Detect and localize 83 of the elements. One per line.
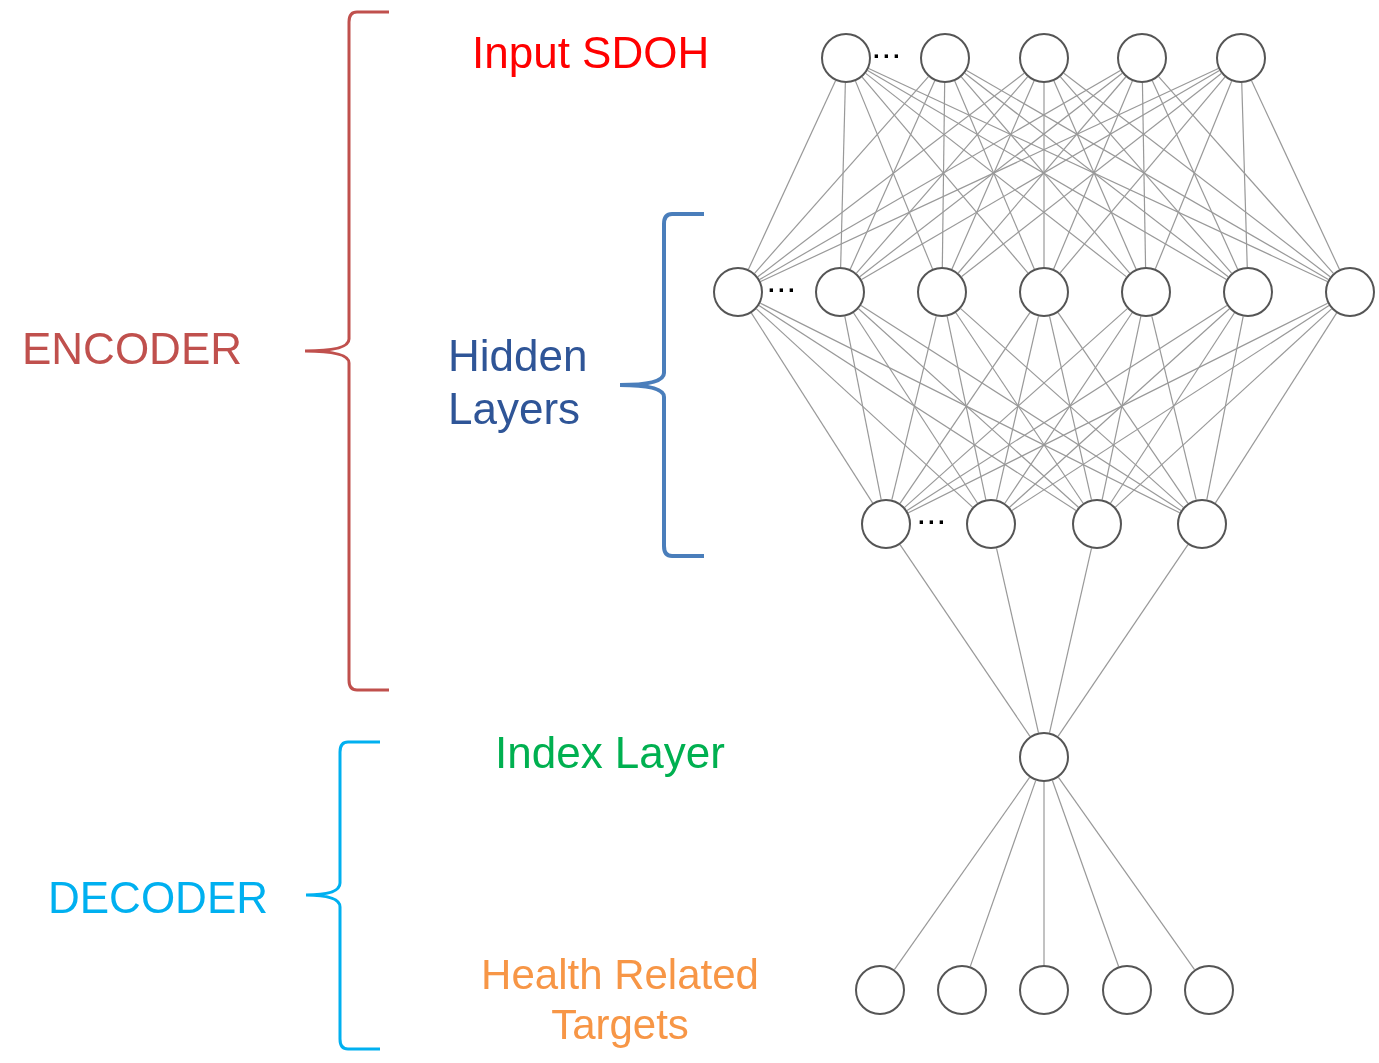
connection-line xyxy=(1151,315,1197,501)
connection-line xyxy=(1057,776,1196,971)
neuron-circle xyxy=(1216,33,1266,83)
connection-line xyxy=(1008,308,1231,508)
connection-line xyxy=(946,315,987,501)
connection-line xyxy=(899,312,1031,504)
neuron-circle xyxy=(1072,499,1122,549)
neuron-circle xyxy=(861,499,911,549)
connection-line xyxy=(995,547,1040,734)
neuron-circle xyxy=(1325,267,1375,317)
neuron-circle xyxy=(937,965,987,1015)
connection-line xyxy=(750,312,874,504)
neuron-circle xyxy=(855,965,905,1015)
connection-line xyxy=(1048,547,1093,734)
neuron-circle xyxy=(920,33,970,83)
connection-line xyxy=(757,72,1025,278)
connection-line xyxy=(899,544,1031,737)
section-label: DECODER xyxy=(48,872,269,924)
connection-line xyxy=(747,80,837,270)
connection-line xyxy=(1158,76,1334,274)
connection-line xyxy=(1110,312,1235,504)
connection-line xyxy=(1057,312,1189,504)
connection-line xyxy=(1114,308,1333,508)
connection-line xyxy=(1063,72,1331,278)
connection-line xyxy=(1057,544,1189,737)
neuron-circle xyxy=(713,267,763,317)
connection-line xyxy=(893,776,1031,971)
connection-line xyxy=(853,312,978,504)
connection-line xyxy=(758,304,1077,512)
connection-line xyxy=(857,308,1080,508)
connection-line xyxy=(868,67,1328,283)
connection-line xyxy=(840,82,846,268)
connection-line xyxy=(1214,312,1338,504)
connection-line xyxy=(891,315,937,501)
connection-line xyxy=(969,780,1037,967)
neuron-circle xyxy=(1184,965,1234,1015)
connection-line xyxy=(955,312,1084,504)
connection-line xyxy=(904,308,1128,508)
neuron-circle xyxy=(1019,732,1069,782)
connection-line xyxy=(1048,315,1093,501)
connection-line xyxy=(755,308,974,508)
layer-label: Hidden Layers xyxy=(448,330,589,435)
connection-line xyxy=(1241,82,1248,268)
neuron-circle xyxy=(1223,267,1273,317)
section-label: ENCODER xyxy=(22,323,243,375)
connection-line xyxy=(844,315,882,501)
neuron-circle xyxy=(1019,267,1069,317)
neuron-circle xyxy=(1177,499,1227,549)
layer-label: Input SDOH xyxy=(472,27,710,79)
connection-line xyxy=(966,69,1329,281)
connection-line xyxy=(860,304,1182,512)
connection-line xyxy=(759,69,1121,281)
neuron-circle xyxy=(815,267,865,317)
connection-line xyxy=(1141,82,1147,268)
neuron-circle xyxy=(917,267,967,317)
neuron-circle xyxy=(966,499,1016,549)
connection-line xyxy=(1101,315,1142,501)
layer-label: Index Layer xyxy=(495,727,725,779)
ellipsis: ··· xyxy=(873,44,903,68)
ellipsis: ··· xyxy=(768,278,798,302)
neuron-circle xyxy=(1019,33,1069,83)
connection-line xyxy=(1250,80,1341,270)
connection-line xyxy=(760,67,1219,283)
neuron-circle xyxy=(1121,267,1171,317)
connection-line xyxy=(960,308,1184,508)
connection-line xyxy=(941,82,946,268)
connection-line xyxy=(759,302,1181,514)
connection-line xyxy=(1011,304,1330,512)
connection-line xyxy=(995,315,1040,501)
connection-line xyxy=(1043,82,1045,268)
neuron-circle xyxy=(821,33,871,83)
connection-line xyxy=(1051,779,1120,968)
neuron-circle xyxy=(1019,965,1069,1015)
connection-line xyxy=(753,76,930,274)
connection-line xyxy=(1004,312,1133,504)
layer-label: Health Related Targets xyxy=(480,950,760,1051)
neuron-circle xyxy=(1102,965,1152,1015)
connection-line xyxy=(906,304,1228,512)
ellipsis: ··· xyxy=(918,510,948,534)
connection-line xyxy=(1206,315,1244,501)
connection-line xyxy=(907,302,1329,514)
connection-line xyxy=(1043,781,1045,966)
neuron-circle xyxy=(1117,33,1167,83)
